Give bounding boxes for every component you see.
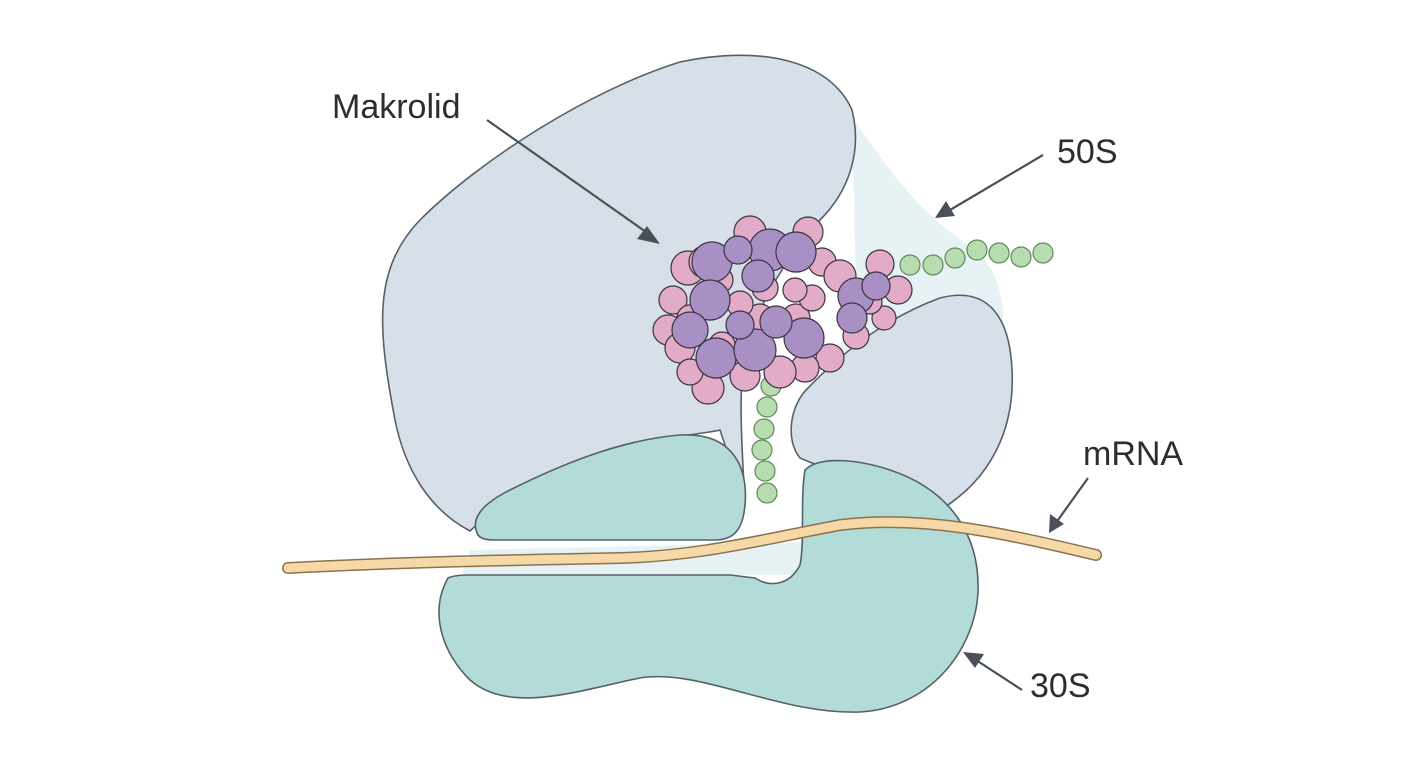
macrolide-arrow xyxy=(486,119,660,244)
macrolide-atom-pink xyxy=(658,285,688,315)
macrolide-atom-purple xyxy=(759,305,793,339)
mrna-arrow xyxy=(1049,477,1089,533)
large-subunit-label: 50S xyxy=(1057,133,1118,171)
macrolide-molecule xyxy=(652,215,913,405)
large-subunit-arrow xyxy=(935,154,1044,218)
macrolide-atom-purple xyxy=(689,279,731,321)
macrolide-atom-purple xyxy=(695,337,737,379)
macrolide-label: Makrolid xyxy=(332,88,460,126)
small-subunit-upper-lobe xyxy=(474,434,747,541)
macrolide-atom-pink xyxy=(871,305,897,331)
macrolide-atom-pink xyxy=(815,343,845,373)
macrolide-atom-purple xyxy=(775,231,817,273)
macrolide-atom-purple xyxy=(733,328,777,372)
small-subunit-label: 30S xyxy=(1030,667,1091,705)
peptide-chain-horizontal xyxy=(899,239,1054,276)
mrna-label: mRNA xyxy=(1083,435,1183,473)
macrolide-atom-purple xyxy=(861,271,891,301)
macrolide-atom-purple xyxy=(725,310,755,340)
macrolide-atom-purple xyxy=(783,317,825,359)
small-subunit-arrow xyxy=(963,652,1023,691)
peptide-chain-vertical xyxy=(751,375,782,504)
macrolide-atom-purple xyxy=(671,311,709,349)
mrna-strand xyxy=(282,516,1102,574)
macrolide-atom-pink xyxy=(782,277,808,303)
macrolide-atom-purple xyxy=(836,302,868,334)
macrolide-atom-pink xyxy=(763,355,797,389)
macrolide-atom-purple xyxy=(741,259,775,293)
macrolide-atom-purple xyxy=(723,235,753,265)
